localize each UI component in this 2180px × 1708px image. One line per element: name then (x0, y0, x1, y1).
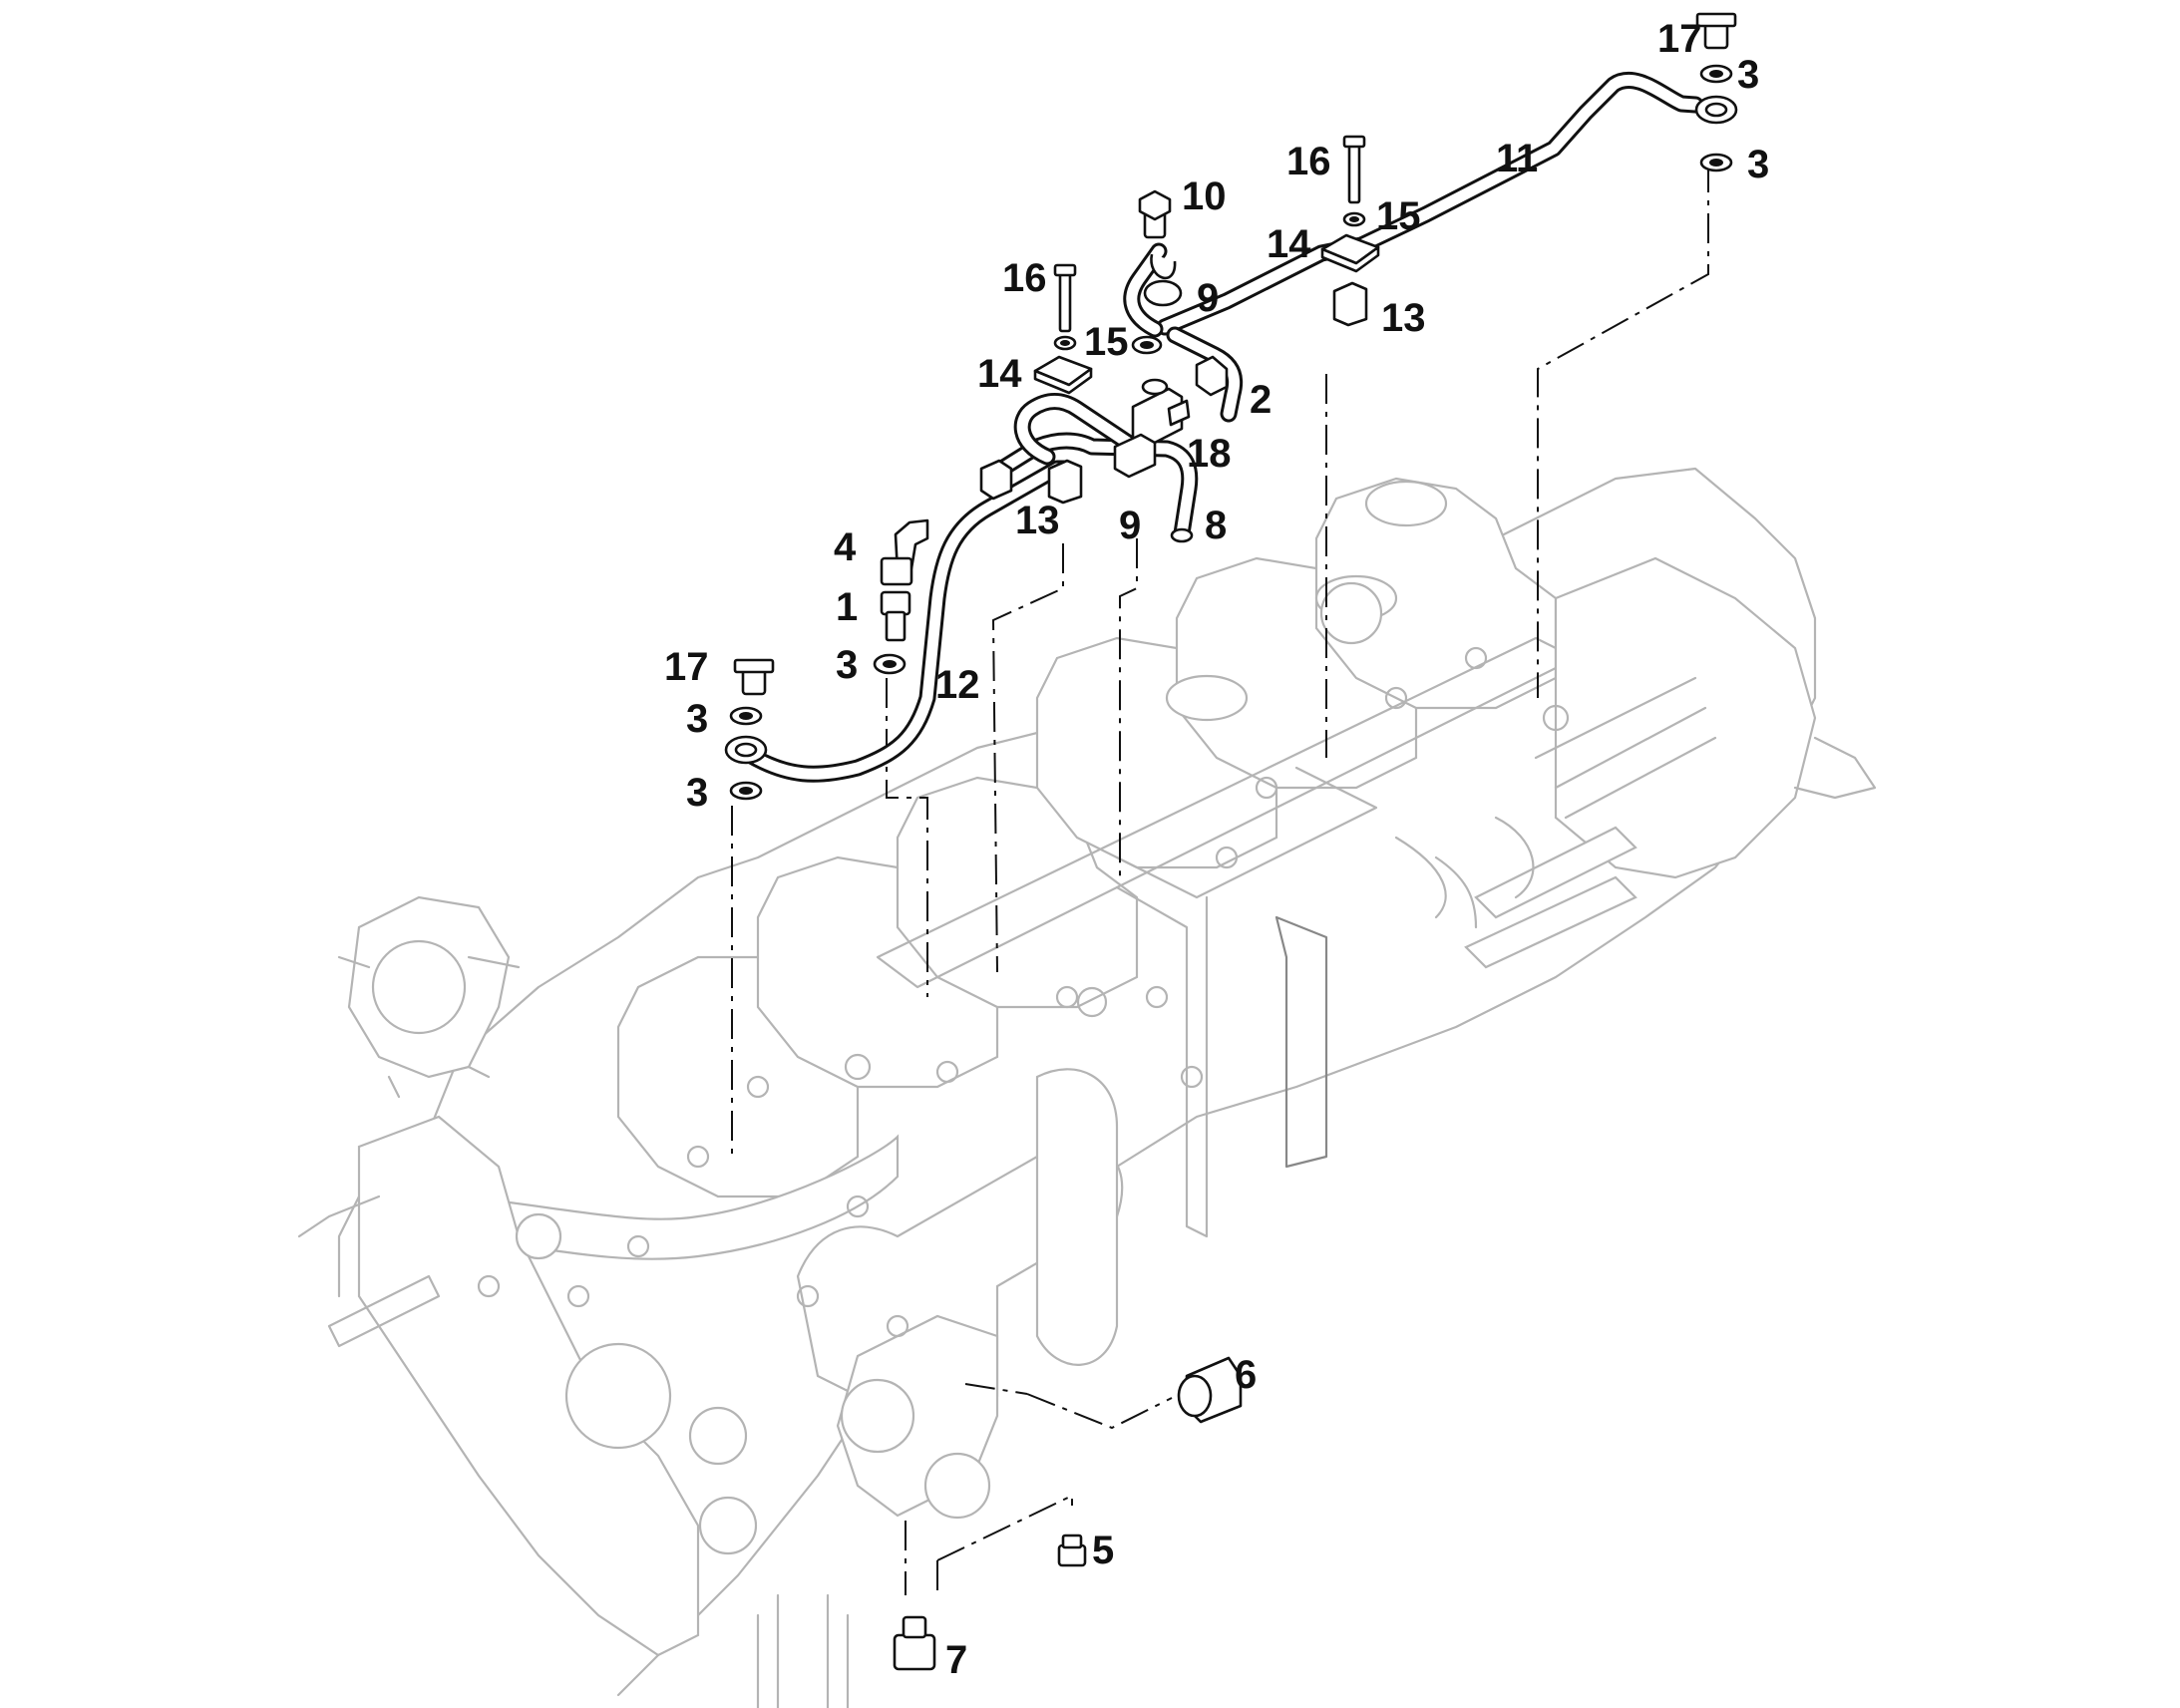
pipe-11 (1156, 71, 1704, 336)
bolt-16-left (1053, 263, 1077, 333)
sealing-washer-3-top-a (1699, 64, 1733, 84)
callout-16-right: 16 (1286, 140, 1331, 183)
union-9-lower (1113, 433, 1157, 479)
bolt-16-right (1342, 135, 1366, 204)
callout-5: 5 (1092, 1529, 1114, 1572)
sealing-washer-3-mid (873, 653, 907, 675)
banjo-bolt-17-left (733, 658, 775, 696)
plug-6 (1177, 1356, 1243, 1424)
washer-9-upper (1131, 335, 1163, 355)
pipe-2 (1166, 326, 1244, 423)
callout-10: 10 (1182, 174, 1227, 218)
fitting-2-nut (1195, 355, 1229, 397)
plate-14-left (1033, 355, 1093, 395)
pipe-end-8 (1170, 527, 1194, 543)
plug-7 (893, 1615, 936, 1671)
washer-15-left (1053, 335, 1077, 351)
callout-9-upper: 9 (1197, 276, 1219, 320)
callout-3-mid: 3 (836, 643, 858, 687)
clamp-13-right (1332, 281, 1368, 327)
pipe-12 (739, 460, 1074, 783)
callout-6: 6 (1235, 1353, 1257, 1397)
banjo-bolt-10 (1138, 189, 1172, 239)
plug-5 (1057, 1534, 1087, 1567)
callout-3-left-b: 3 (686, 771, 708, 815)
leader-lines (731, 163, 1709, 1595)
callout-8: 8 (1205, 504, 1227, 547)
tee-union-18 (1131, 378, 1191, 449)
washer-15-right (1342, 211, 1366, 227)
sealing-washer-3-left-b (729, 781, 763, 801)
banjo-eye-11 (1694, 95, 1738, 125)
callout-4: 4 (834, 525, 857, 569)
callout-7: 7 (945, 1638, 967, 1682)
adaptor-1 (880, 590, 911, 642)
callout-2: 2 (1250, 378, 1272, 422)
sealing-washer-3-left-a (729, 706, 763, 726)
pipe-left-loop (1013, 393, 1146, 466)
elbow-4 (880, 518, 929, 586)
callout-3-left-a: 3 (686, 697, 708, 741)
callout-16-left: 16 (1002, 256, 1047, 300)
callout-labels: 17 3 3 11 16 15 14 13 10 9 16 15 14 2 18… (664, 17, 1769, 1682)
callout-15-left: 15 (1084, 320, 1129, 364)
sealing-washer-3-top-b (1699, 153, 1733, 172)
banjo-fitting-9-upper (1143, 253, 1183, 307)
callout-9-lower: 9 (1119, 504, 1141, 547)
callout-1: 1 (836, 585, 858, 629)
callout-17-top: 17 (1657, 17, 1702, 61)
callout-18: 18 (1187, 432, 1232, 476)
callout-12: 12 (935, 663, 980, 707)
callout-3-top-b: 3 (1747, 143, 1769, 186)
callout-14-left: 14 (977, 352, 1022, 396)
callout-17-left: 17 (664, 645, 709, 689)
callout-11: 11 (1496, 137, 1538, 180)
banjo-eye-12 (724, 735, 768, 765)
banjo-bolt-17-top (1695, 12, 1737, 50)
callout-14-right: 14 (1267, 222, 1311, 266)
plate-14-right (1320, 233, 1380, 273)
callout-15-right: 15 (1376, 194, 1421, 238)
clamp-13-left (1047, 459, 1083, 505)
pipe-9-upper (1123, 242, 1168, 338)
pipe-nut-left (979, 459, 1013, 501)
engine-block-drawing (297, 467, 1877, 1708)
callout-3-top-a: 3 (1737, 53, 1759, 97)
callout-13-left: 13 (1015, 499, 1060, 542)
callout-13-right: 13 (1381, 296, 1426, 340)
